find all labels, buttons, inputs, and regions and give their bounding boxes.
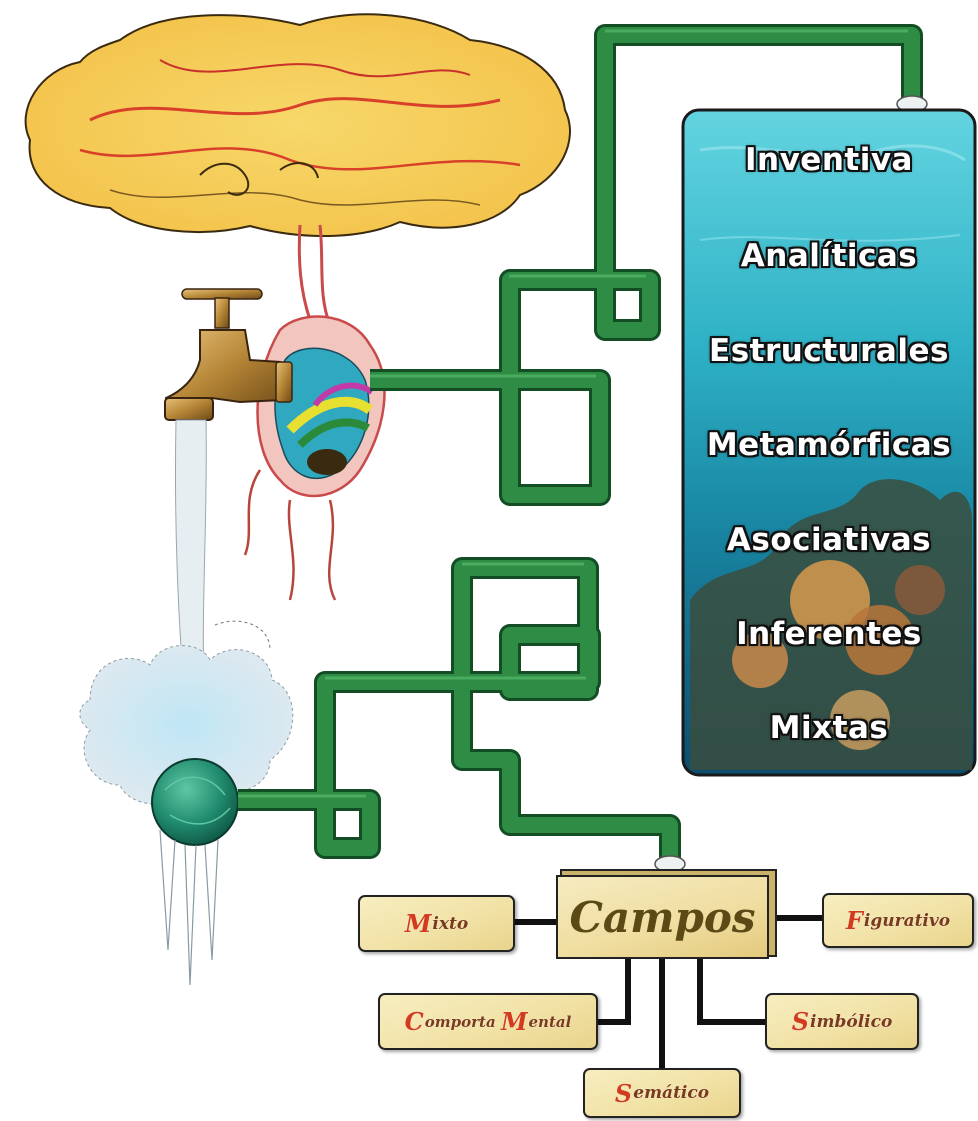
field-simbolico-initial: S xyxy=(791,1007,810,1036)
panel-item-asociativas: Asociativas xyxy=(726,522,932,558)
water-panel xyxy=(681,108,977,777)
field-mixto-initial: M xyxy=(404,909,432,938)
field-simbolico-text: imbólico xyxy=(810,1011,893,1032)
pipe-network xyxy=(238,24,923,862)
field-comporta-initial: C xyxy=(404,1007,424,1036)
panel-item-inventiva: Inventiva xyxy=(745,142,913,178)
panel-item-estructurales: Estructurales xyxy=(709,333,949,369)
panel-item-inferentes: Inferentes xyxy=(736,616,922,652)
field-mixto-text: ixto xyxy=(432,913,469,934)
field-figurativo-initial: F xyxy=(845,906,863,935)
field-sematico-text: emático xyxy=(633,1083,710,1103)
mist-cloud-drawing xyxy=(79,620,294,986)
panel-item-mixtas: Mixtas xyxy=(769,710,889,746)
pipe-cap-bottom xyxy=(654,855,686,873)
campos-hub: Campos xyxy=(556,875,769,959)
panel-item-analiticas: Analíticas xyxy=(740,238,918,274)
field-figurativo-text: igurativo xyxy=(863,910,951,931)
field-mental-initial: M xyxy=(500,1007,528,1036)
panel-item-metamorficas: Metamórficas xyxy=(706,427,952,463)
field-sematico-initial: S xyxy=(614,1078,633,1108)
field-mental-text: ental xyxy=(528,1012,572,1031)
cloud-drawing xyxy=(24,13,571,238)
faucet-drawing xyxy=(164,288,293,421)
field-comporta-text: omporta xyxy=(424,1012,501,1031)
